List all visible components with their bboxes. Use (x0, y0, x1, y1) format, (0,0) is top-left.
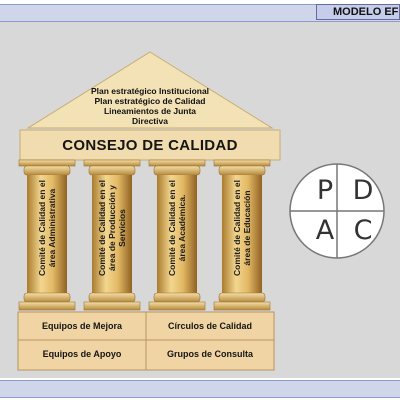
pillar-base-ring (218, 292, 266, 303)
roof-line: Plan estratégico de Calidad (94, 96, 206, 106)
pillar-shaft (157, 175, 197, 293)
pillar-capital (218, 165, 266, 176)
base-cell-grupos-consulta: Grupos de Consulta (166, 349, 253, 359)
pdca-letter-p: P (316, 174, 334, 206)
pillar-plinth (148, 301, 206, 311)
pillar-academica (148, 159, 206, 311)
base-cell-equipos-mejora: Equipos de Mejora (41, 321, 122, 331)
pillar-base-ring (153, 292, 201, 303)
column-label-educacion: Comité de Calidad en el área de Educació… (232, 180, 252, 276)
roof-line: Plan estratégico Institucional (90, 86, 210, 96)
pdca-letter-c: C (353, 214, 373, 246)
pillar-shaft (27, 175, 67, 293)
pillar-plinth (213, 301, 271, 311)
pillar-capital (88, 165, 136, 176)
pillar-capital-top (18, 159, 76, 167)
top-bar (0, 4, 400, 22)
roof (26, 51, 274, 129)
pillar-base-ring (88, 292, 136, 303)
pillar-capital (153, 165, 201, 176)
pillar-capital-top (148, 159, 206, 167)
column-label-academica: Comité de Calidad en el área Académica. (167, 180, 187, 276)
council-banner: CONSEJO DE CALIDAD (62, 137, 238, 154)
roof-line: Lineamientos de Junta (103, 106, 197, 116)
pillar-capital-top (83, 159, 141, 167)
base-cell-equipos-apoyo: Equipos de Apoyo (42, 349, 122, 359)
bottom-bar (0, 380, 400, 398)
pillar-capital (23, 165, 71, 176)
roof-line: Directiva (132, 116, 168, 126)
pillar-capital-top (213, 159, 271, 167)
pillar-produccion (83, 159, 141, 311)
base-cell-circulos-calidad: Círculos de Calidad (167, 321, 253, 331)
column-label-produccion: Comité de Calidad en el área de Producci… (97, 180, 127, 276)
model-title: MODELO EF (316, 4, 400, 20)
pillar-shaft (222, 175, 262, 293)
pillar-base-ring (23, 292, 71, 303)
pdca-letter-d: D (352, 174, 374, 206)
roof-text: Plan estratégico Institucional Plan estr… (70, 86, 230, 126)
pillar-plinth (83, 301, 141, 311)
pillar-shaft (92, 175, 132, 293)
column-label-administrativa: Comité de Calidad en el área Administrat… (37, 180, 57, 276)
pdca-letter-a: A (315, 214, 335, 246)
pillar-educacion (213, 159, 271, 311)
pillar-administrativa (18, 159, 76, 311)
banner-bar (19, 129, 281, 161)
pillar-plinth (18, 301, 76, 311)
